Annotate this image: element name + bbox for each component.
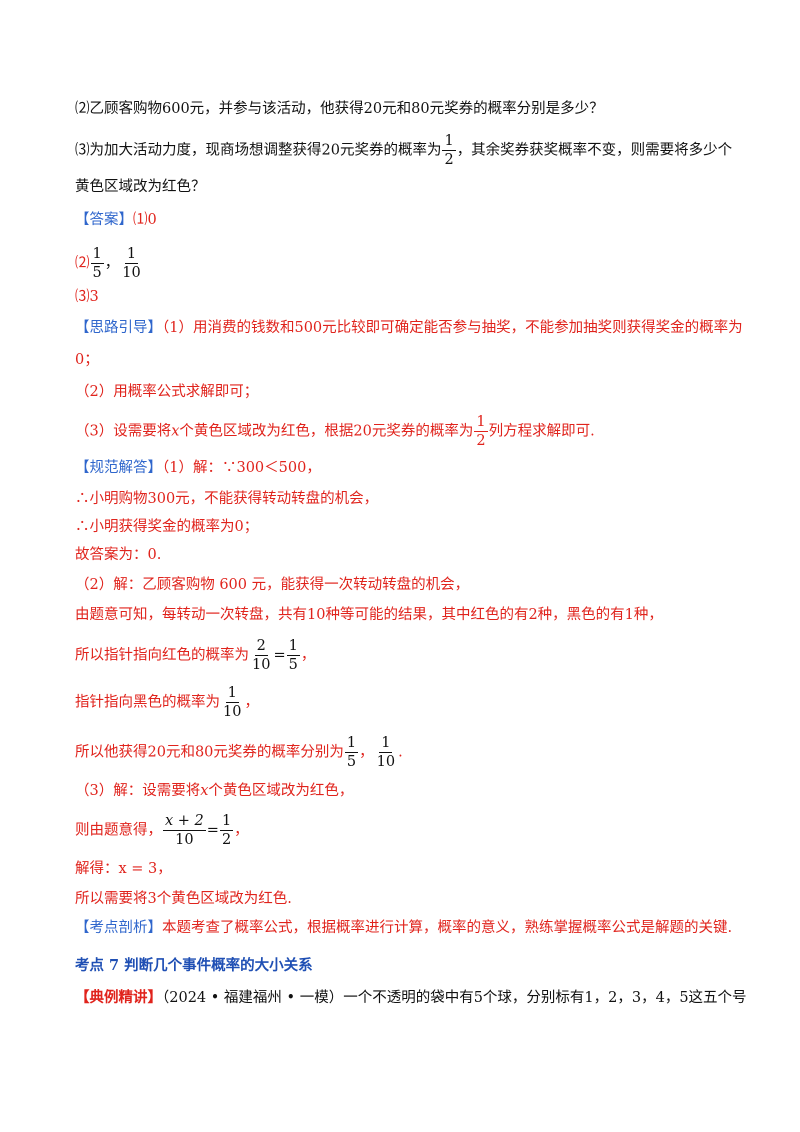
answer-line-1: 【答案】⑴0 [75, 210, 157, 230]
solution-line-4: 故答案为：0. [75, 547, 162, 563]
answer-line-3: ⑶3 [75, 289, 99, 305]
thinking-label: 【思路引导】 [75, 320, 162, 336]
var-x: x [200, 783, 209, 799]
thinking-line-1b: 0； [75, 352, 99, 368]
solution-line-13: 所以需要将3个黄色区域改为红色. [75, 891, 292, 907]
answer-2-sep: ， [104, 255, 120, 272]
q3-text-post: ，其余奖券获奖概率不变，则需要将多少个 [456, 142, 733, 159]
solution-line-2: ∴小明购物300元，不能获得转动转盘的机会， [75, 491, 379, 507]
solution-line-10: （3）解：设需要将x个黄色区域改为红色， [75, 783, 354, 799]
section-title: 考点 7 判断几个事件概率的大小关系 [75, 957, 313, 974]
example-label: 【典例精讲】 [75, 989, 162, 1006]
thinking-line-2: （2）用概率公式求解即可； [75, 384, 259, 400]
solution-line-3: ∴小明获得奖金的概率为0； [75, 519, 259, 535]
question-2: ⑵乙顾客购物600元，并参与该活动，他获得20元和80元奖券的概率分别是多少？ [75, 101, 604, 117]
answer-2-prefix: ⑵ [75, 255, 90, 272]
solution-label: 【规范解答】 [75, 460, 162, 476]
solution-line-6: 由题意可知，每转动一次转盘，共有10种等可能的结果，其中红色的有2种，黑色的有1… [75, 607, 663, 623]
solution-line-5: （2）解：乙顾客购物 600 元，能获得一次转动转盘的机会， [75, 577, 470, 593]
analysis-label: 【考点剖析】 [75, 920, 162, 936]
solution-line-1: 【规范解答】（1）解：∵300＜500， [75, 460, 321, 476]
solution-line-12: 解得：x = 3， [75, 861, 172, 877]
analysis-line: 【考点剖析】本题考查了概率公式，根据概率进行计算，概率的意义，熟练掌握概率公式是… [75, 920, 733, 936]
example-line: 【典例精讲】（2024 • 福建福州 • 一模）一个不透明的袋中有5个球，分别标… [75, 989, 747, 1006]
thinking-line-1: 【思路引导】（1）用消费的钱数和500元比较即可确定能否参与抽奖，不能参加抽奖则… [75, 318, 743, 338]
thinking-text-1: （1）用消费的钱数和500元比较即可确定能否参与抽奖，不能参加抽奖则获得奖金的概… [162, 320, 743, 336]
var-x: x [171, 423, 180, 440]
answer-label: 【答案】 [75, 212, 133, 228]
answer-1: ⑴0 [133, 212, 157, 228]
q3-text-pre: ⑶为加大活动力度，现商场想调整获得20元奖券的概率为 [75, 142, 442, 159]
question-3-line2: 黄色区域改为红色？ [75, 179, 206, 195]
